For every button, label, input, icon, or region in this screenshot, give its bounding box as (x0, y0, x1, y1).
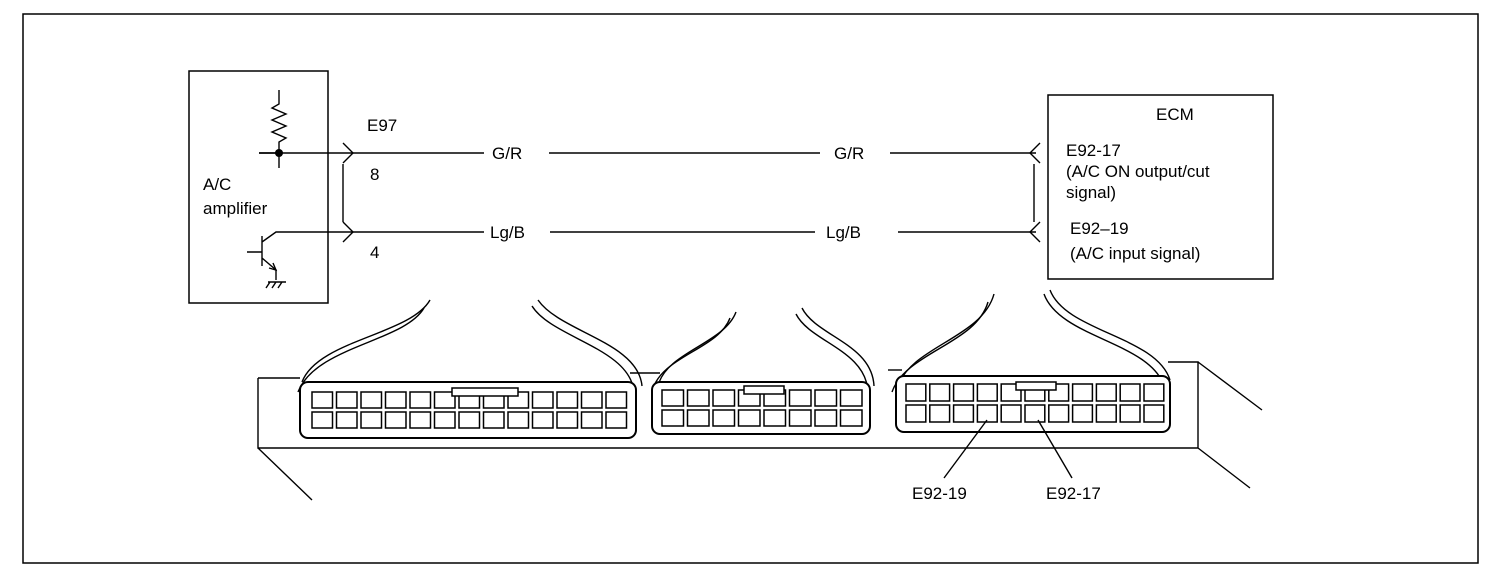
connector-pin (1048, 404, 1070, 423)
ecm-housing (257, 361, 1263, 501)
connector-pin (1000, 404, 1022, 423)
ecm-connector-illustration: E92-19 E92-17 (257, 289, 1263, 503)
connector-pin (1024, 404, 1046, 423)
connector-pin (686, 389, 710, 407)
ecm-pin-17-id: E92-17 (1066, 141, 1121, 160)
connector-pin (1143, 404, 1165, 423)
connector-pin (929, 383, 951, 402)
connector-pin (580, 411, 603, 429)
transistor-symbol (247, 231, 348, 280)
connector-pin (458, 411, 481, 429)
connector-pin (929, 404, 951, 423)
connector-pin (839, 409, 863, 427)
connector-pin (580, 391, 603, 409)
wire-bottom-left-color: Lg/B (490, 223, 525, 242)
callout-e92-17: E92-17 (1046, 484, 1101, 503)
connector-pin (409, 391, 432, 409)
connector-pin (814, 389, 838, 407)
connector-pin (814, 409, 838, 427)
connector-pin (976, 404, 998, 423)
ecm-box (1047, 94, 1274, 280)
wire-top-right-color: G/R (834, 144, 864, 163)
connector-pin (335, 391, 358, 409)
connector-pin (952, 383, 975, 402)
connector-pin (531, 391, 554, 409)
connector-b-lock-tab (743, 385, 785, 395)
callout-e92-19: E92-19 (912, 484, 967, 503)
connector-pin (1119, 404, 1141, 423)
ecm-pin-19-terminal (1029, 221, 1041, 243)
ecm-pin-19-desc: (A/C input signal) (1070, 244, 1200, 263)
connector-pin (433, 391, 456, 409)
connector-pin (905, 404, 927, 423)
connector-pin (311, 391, 334, 409)
connector-a-lock-tab (451, 387, 519, 397)
connector-pin (1143, 383, 1165, 402)
resistor-symbol (270, 90, 288, 168)
connector-pin (712, 409, 736, 427)
e97-pin-8-label: 8 (370, 165, 379, 184)
ecm-pin-17-desc-1: (A/C ON output/cut (1066, 162, 1210, 181)
connector-pin (311, 411, 334, 429)
connector-pin (661, 409, 685, 427)
connector-pin (788, 389, 812, 407)
connector-pin (433, 411, 456, 429)
connector-pin (360, 411, 383, 429)
connector-pin (737, 409, 761, 427)
connector-pin (905, 383, 927, 402)
ecm-pin-17-desc-2: signal) (1066, 183, 1116, 202)
connector-pin (556, 411, 579, 429)
connector-pin (605, 411, 628, 429)
connector-pin (1071, 383, 1094, 402)
connector-pin (976, 383, 998, 402)
connector-pin (1095, 383, 1117, 402)
wire-top-left-color: G/R (492, 144, 522, 163)
connector-pin (507, 411, 530, 429)
e97-label: E97 (367, 116, 397, 135)
connector-pin (409, 411, 432, 429)
connector-e92-pins (905, 383, 1165, 423)
e97-pin-4-label: 4 (370, 243, 379, 262)
connector-pin (531, 411, 554, 429)
callout-line-e92-17 (1037, 419, 1073, 479)
ecm-pin-19-id: E92–19 (1070, 219, 1129, 238)
callout-line-e92-19 (943, 419, 988, 479)
ecm-pin-17-terminal (1029, 142, 1041, 164)
e97-connector: E97 8 4 (342, 116, 397, 262)
connector-pin (839, 389, 863, 407)
connector-pin (788, 409, 812, 427)
ground-icon (265, 281, 286, 289)
connector-pin (952, 404, 975, 423)
wire-bottom: Lg/B Lg/B (348, 223, 1036, 242)
connector-pin (556, 391, 579, 409)
connector-pin (360, 391, 383, 409)
amplifier-label-line2: amplifier (203, 199, 268, 218)
connector-pin (384, 411, 407, 429)
connector-pin (686, 409, 710, 427)
ecm-block: ECM E92-17 (A/C ON output/cut signal) E9… (1029, 94, 1274, 280)
connector-pin (1071, 404, 1094, 423)
connector-e92-lock-tab (1015, 381, 1057, 391)
connector-pin (1095, 404, 1117, 423)
connector-pin (384, 391, 407, 409)
ecm-title: ECM (1156, 105, 1194, 124)
connector-pin (335, 411, 358, 429)
connector-pin (661, 389, 685, 407)
wire-top: G/R G/R (259, 144, 1036, 163)
ac-amplifier-box (188, 70, 329, 304)
connector-pin (605, 391, 628, 409)
outer-border (22, 13, 1479, 564)
connector-pin (763, 409, 787, 427)
connector-pin (1119, 383, 1141, 402)
connector-pin (482, 411, 505, 429)
amplifier-label-line1: A/C (203, 175, 231, 194)
ac-amplifier-block: A/C amplifier (188, 70, 348, 304)
connector-pin (712, 389, 736, 407)
wire-bottom-right-color: Lg/B (826, 223, 861, 242)
